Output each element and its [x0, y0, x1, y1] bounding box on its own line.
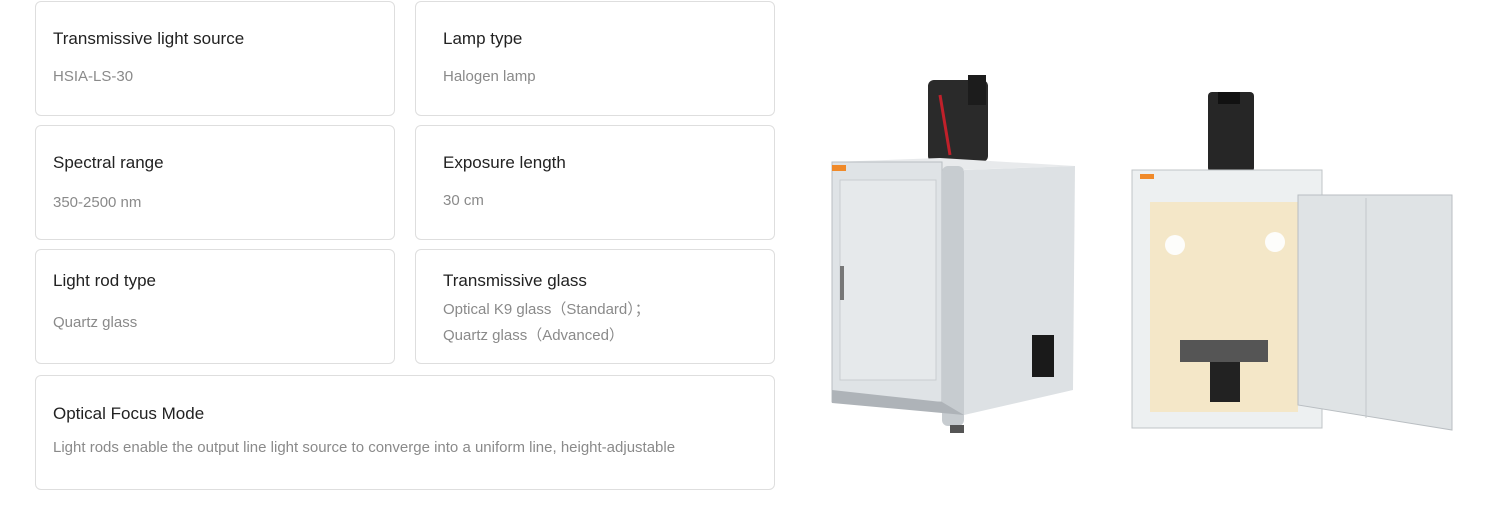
open-cabinet	[1131, 92, 1453, 431]
spec-title: Lamp type	[443, 29, 523, 48]
spec-title: Light rod type	[53, 271, 157, 290]
spec-value: HSIA-LS-30	[53, 68, 134, 85]
spec-card-light-source: Transmissive light source HSIA-LS-30	[35, 1, 395, 116]
spec-card-lamp-type: Lamp type Halogen lamp	[415, 1, 775, 116]
spec-value: 30 cm	[443, 192, 484, 209]
spec-title: Exposure length	[443, 153, 566, 172]
spec-value: Quartz glass	[53, 314, 138, 331]
spec-value: Halogen lamp	[443, 68, 536, 85]
spec-value: Light rods enable the output line light …	[53, 439, 676, 456]
spec-value-line-1: Optical K9 glass（Standard）；	[443, 301, 650, 318]
product-photo	[831, 75, 1453, 433]
spec-value-line-2: Quartz glass（Advanced）	[443, 327, 624, 344]
spec-card-light-rod-type: Light rod type Quartz glass	[35, 249, 395, 364]
spec-card-optical-focus-mode: Optical Focus Mode Light rods enable the…	[35, 375, 775, 490]
spec-title: Transmissive glass	[443, 271, 587, 290]
spec-card-exposure-length: Exposure length 30 cm	[415, 125, 775, 240]
spec-value: 350-2500 nm	[53, 194, 142, 211]
spec-title: Spectral range	[53, 153, 164, 172]
spec-card-spectral-range: Spectral range 350-2500 nm	[35, 125, 395, 240]
spec-card-transmissive-glass: Transmissive glass Optical K9 glass（Stan…	[415, 249, 775, 364]
spec-title: Optical Focus Mode	[53, 404, 205, 423]
spec-title: Transmissive light source	[53, 29, 245, 48]
closed-cabinet	[831, 75, 1075, 433]
